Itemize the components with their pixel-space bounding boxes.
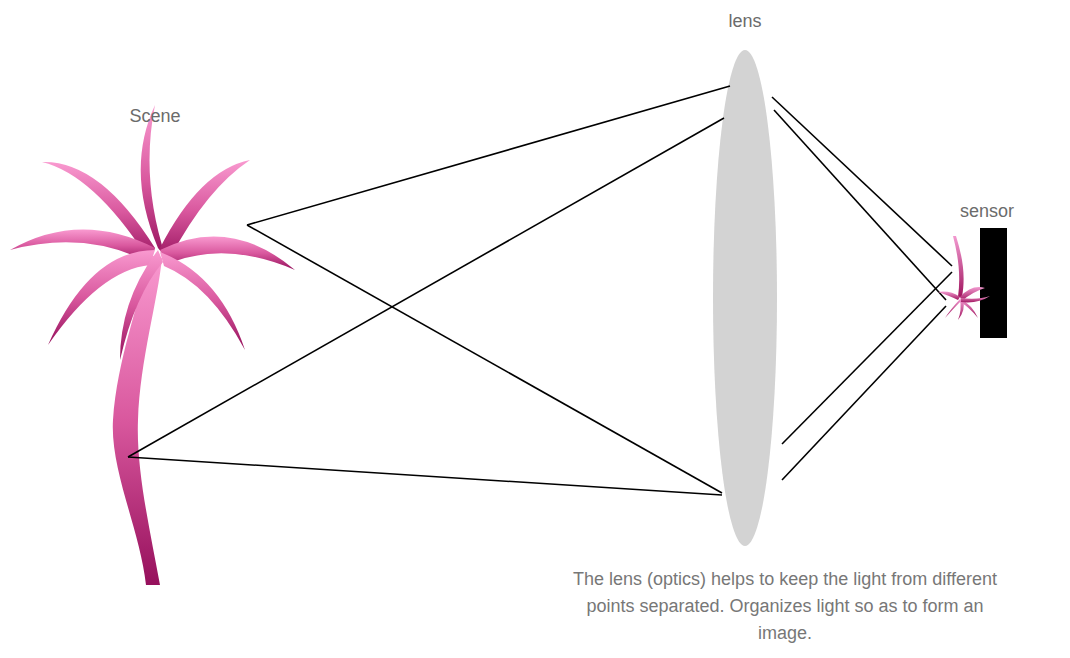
lens-label: lens xyxy=(728,8,761,35)
palm-tree xyxy=(10,105,295,585)
caption-note: The lens (optics) helps to keep the ligh… xyxy=(565,566,1005,647)
lens-shape xyxy=(713,50,777,546)
scene-label: Scene xyxy=(129,103,180,130)
sensor-label: sensor xyxy=(960,198,1014,225)
light-rays xyxy=(128,86,952,495)
sensor-image xyxy=(938,236,990,320)
sensor-plate xyxy=(980,228,1007,338)
